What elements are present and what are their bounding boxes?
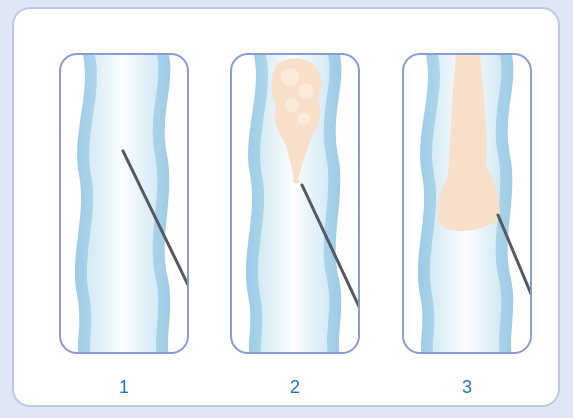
vein-panel-1 [59,53,189,354]
vein-panel-2 [230,53,360,354]
diagram-card: 1 2 3 [12,7,560,407]
panel-label-3: 3 [437,377,497,398]
panel-label-1: 1 [94,377,154,398]
panel-label-2: 2 [265,377,325,398]
vein-panel-3 [402,53,532,354]
